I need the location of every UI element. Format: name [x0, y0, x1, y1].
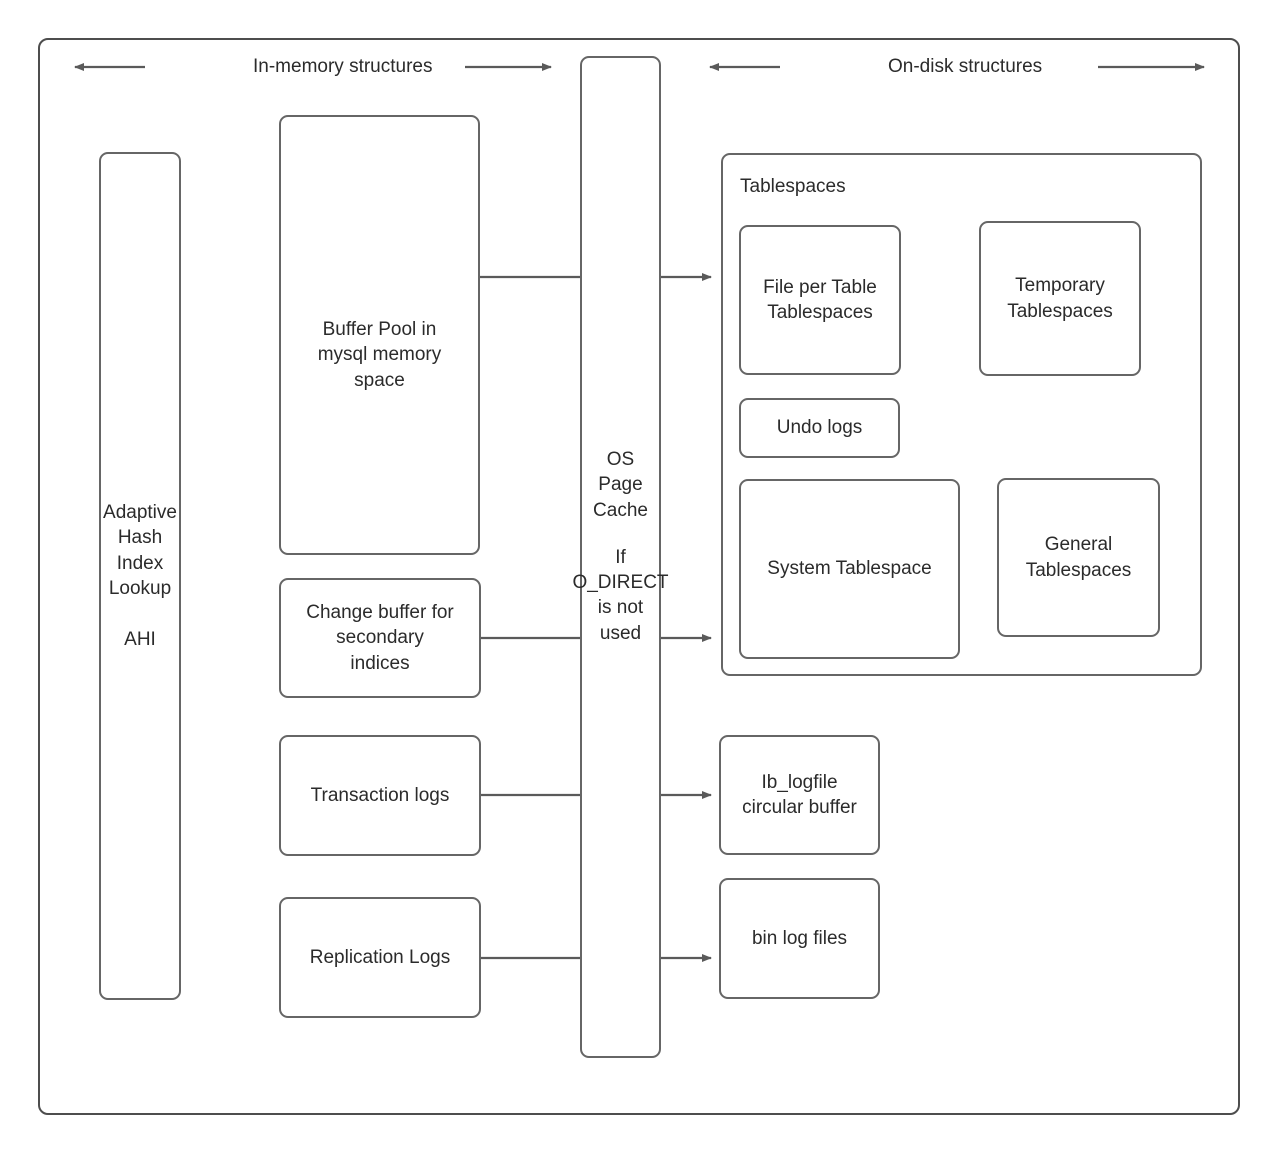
outer-frame — [38, 38, 1240, 1115]
temporary-tablespaces-label: Temporary Tablespaces — [1007, 275, 1113, 322]
system-tablespace-box[interactable]: System Tablespace — [739, 479, 960, 659]
ib-logfile-label: Ib_logfile circular buffer — [742, 771, 857, 818]
bin-log-files-label: bin log files — [751, 927, 848, 949]
adaptive-hash-index-label: Adaptive Hash Index Lookup AHI — [103, 502, 177, 650]
change-buffer-label: Change buffer for secondary indices — [306, 602, 454, 674]
undo-logs-box[interactable]: Undo logs — [739, 398, 900, 458]
bin-log-files-box[interactable]: bin log files — [719, 878, 880, 999]
temporary-tablespaces-box[interactable]: Temporary Tablespaces — [979, 221, 1141, 376]
buffer-pool-label: Buffer Pool in mysql memory space — [317, 319, 442, 391]
header-label-in-memory: In-memory structures — [253, 56, 433, 77]
file-per-table-tablespaces-box[interactable]: File per Table Tablespaces — [739, 225, 901, 375]
change-buffer-box[interactable]: Change buffer for secondary indices — [279, 578, 481, 698]
o-direct-condition-label: If O_DIRECT is not used — [572, 546, 669, 644]
undo-logs-label: Undo logs — [776, 417, 863, 439]
ib-logfile-box[interactable]: Ib_logfile circular buffer — [719, 735, 880, 855]
os-page-cache-label: OS Page Cache — [593, 449, 648, 521]
replication-logs-box[interactable]: Replication Logs — [279, 897, 481, 1018]
replication-logs-label: Replication Logs — [309, 946, 451, 968]
system-tablespace-label: System Tablespace — [767, 558, 932, 580]
header-label-on-disk: On-disk structures — [888, 56, 1043, 77]
file-per-table-tablespaces-label: File per Table Tablespaces — [763, 276, 877, 323]
transaction-logs-box[interactable]: Transaction logs — [279, 735, 481, 856]
adaptive-hash-index-box[interactable]: Adaptive Hash Index Lookup AHI — [99, 152, 181, 1000]
general-tablespaces-label: General Tablespaces — [1025, 534, 1132, 581]
os-page-cache-box[interactable]: OS Page Cache If O_DIRECT is not used — [572, 56, 669, 1058]
transaction-logs-label: Transaction logs — [310, 784, 450, 806]
buffer-pool-box[interactable]: Buffer Pool in mysql memory space — [279, 115, 480, 555]
general-tablespaces-box[interactable]: General Tablespaces — [997, 478, 1160, 637]
tablespaces-label: Tablespaces — [740, 176, 846, 197]
